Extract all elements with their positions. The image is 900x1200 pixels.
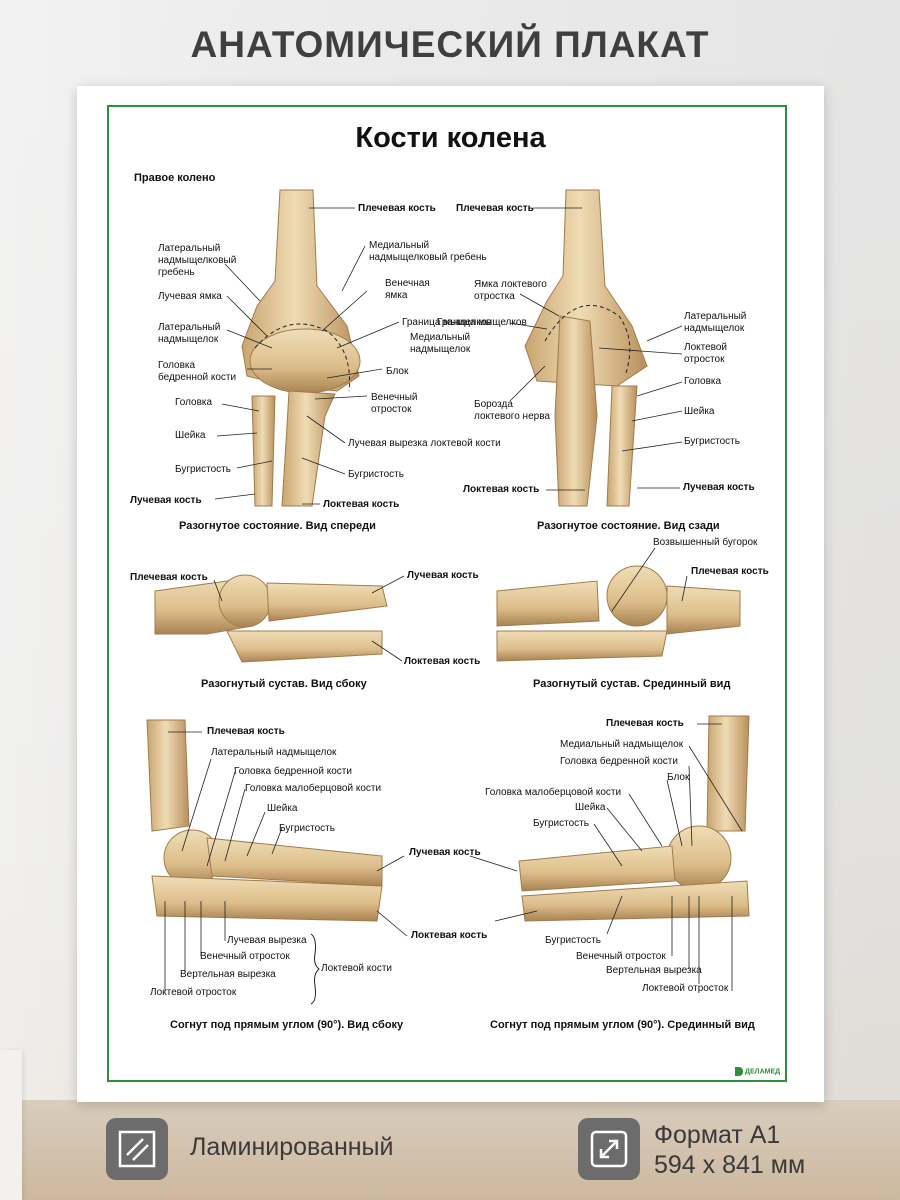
- bracket: [310, 933, 320, 1005]
- resize-arrows-icon: [590, 1130, 628, 1168]
- label: Лучевая кость: [407, 570, 479, 581]
- label: Медиальный надмыщелок: [560, 739, 684, 750]
- caption: Разогнутое состояние. Вид сзади: [537, 520, 720, 532]
- label: Лучевая ямка: [158, 291, 222, 302]
- label: Локтевой отросток: [642, 983, 729, 994]
- flexed-side-illustration: [146, 719, 383, 922]
- poster-title: Кости колена: [355, 122, 546, 154]
- label: Венечный отросток: [371, 392, 418, 415]
- label: Плечевая кость: [207, 726, 285, 737]
- poster-frame: [107, 105, 787, 1082]
- flexed-medial-illustration: [518, 715, 750, 922]
- label: Лучевая вырезка: [227, 935, 307, 946]
- label: Латеральный надмыщелок: [211, 747, 337, 758]
- label: Вертельная вырезка: [606, 965, 702, 976]
- label: Лучевая вырезка локтевой кости: [348, 438, 501, 449]
- label: Локтевая кость: [404, 656, 481, 667]
- furniture-edge: [0, 1050, 22, 1200]
- label: Венечный отросток: [576, 951, 666, 962]
- label: Шейка: [684, 406, 715, 417]
- format-name: Формат А1: [654, 1121, 781, 1149]
- label: Локтевой отросток: [150, 987, 237, 998]
- label: Головка малоберцовой кости: [245, 783, 382, 794]
- label: Головка бедренной кости: [234, 766, 352, 777]
- caption: Разогнутый сустав. Срединный вид: [533, 678, 731, 690]
- bone-illustrations: [146, 189, 750, 1005]
- label: Бугристость: [279, 823, 335, 834]
- medial-view-illustration: [496, 565, 741, 662]
- caption: Разогнутый сустав. Вид сбоку: [201, 678, 367, 690]
- label: Головка малоберцовой кости: [485, 787, 622, 798]
- label: Граница мыщелков: [402, 317, 492, 328]
- page-header-title: АНАТОМИЧЕСКИЙ ПЛАКАТ: [190, 24, 710, 65]
- anatomy-poster: Кости колена Правое колено: [77, 86, 824, 1102]
- poster-side-label: Правое колено: [134, 172, 216, 184]
- label: Плечевая кость: [130, 572, 208, 583]
- label: Головка: [175, 397, 213, 408]
- label: Медиальный надмыщелок: [410, 332, 471, 355]
- publisher-logo: ДЕЛАМЕД: [735, 1067, 780, 1076]
- label: Локтевой кости: [321, 963, 392, 974]
- label: Шейка: [175, 430, 206, 441]
- format-badge: [578, 1118, 640, 1180]
- label: Головка бедренной кости: [560, 756, 678, 767]
- side-view-illustration: [154, 574, 388, 663]
- label: Блок: [667, 772, 690, 783]
- label: Вертельная вырезка: [180, 969, 276, 980]
- label: Граница мыщелков: [437, 317, 527, 328]
- leader-lines: [164, 207, 743, 991]
- label: Лучевая кость: [409, 847, 481, 858]
- label: Плечевая кость: [456, 203, 534, 214]
- label: Лучевая кость: [683, 482, 755, 493]
- label: Головка бедренной кости: [158, 360, 237, 383]
- label: Венечная ямка: [385, 278, 430, 301]
- caption: Разогнутое состояние. Вид спереди: [179, 520, 376, 532]
- label: Борозда локтевого нерва: [474, 399, 550, 422]
- label: Медиальный надмыщелковый гребень: [369, 240, 487, 263]
- caption: Согнут под прямым углом (90°). Вид сбоку: [170, 1019, 404, 1031]
- label: Локтевой отросток: [684, 342, 727, 365]
- label: Ямка локтевого отростка: [474, 279, 547, 302]
- back-view-illustration: [524, 189, 648, 507]
- format-size: 594 х 841 мм: [654, 1151, 806, 1179]
- label: Бугристость: [533, 818, 589, 829]
- label: Плечевая кость: [691, 566, 769, 577]
- logo-mark-icon: [735, 1067, 743, 1076]
- label: Локтевая кость: [463, 484, 540, 495]
- front-view-illustration: [241, 189, 361, 507]
- label: Бугристость: [545, 935, 601, 946]
- laminate-icon: [118, 1130, 156, 1168]
- caption: Согнут под прямым углом (90°). Срединный…: [490, 1019, 755, 1031]
- label: Плечевая кость: [606, 718, 684, 729]
- label: Латеральный надмыщелковый гребень: [158, 243, 237, 278]
- label: Шейка: [267, 803, 298, 814]
- label: Бугристость: [684, 436, 740, 447]
- label: Блок: [386, 366, 409, 377]
- label: Лучевая кость: [130, 495, 202, 506]
- laminate-text: Ламинированный: [190, 1133, 394, 1161]
- label: Венечный отросток: [200, 951, 290, 962]
- label: Латеральный надмыщелок: [684, 311, 747, 334]
- label: Шейка: [575, 802, 606, 813]
- laminate-badge: [106, 1118, 168, 1180]
- label: Головка: [684, 376, 722, 387]
- label: Локтевая кость: [323, 499, 400, 510]
- label: Латеральный надмыщелок: [158, 322, 221, 345]
- label: Бугристость: [175, 464, 231, 475]
- label: Плечевая кость: [358, 203, 436, 214]
- label: Возвышенный бугорок: [653, 537, 758, 548]
- label: Бугристость: [348, 469, 404, 480]
- label: Локтевая кость: [411, 930, 488, 941]
